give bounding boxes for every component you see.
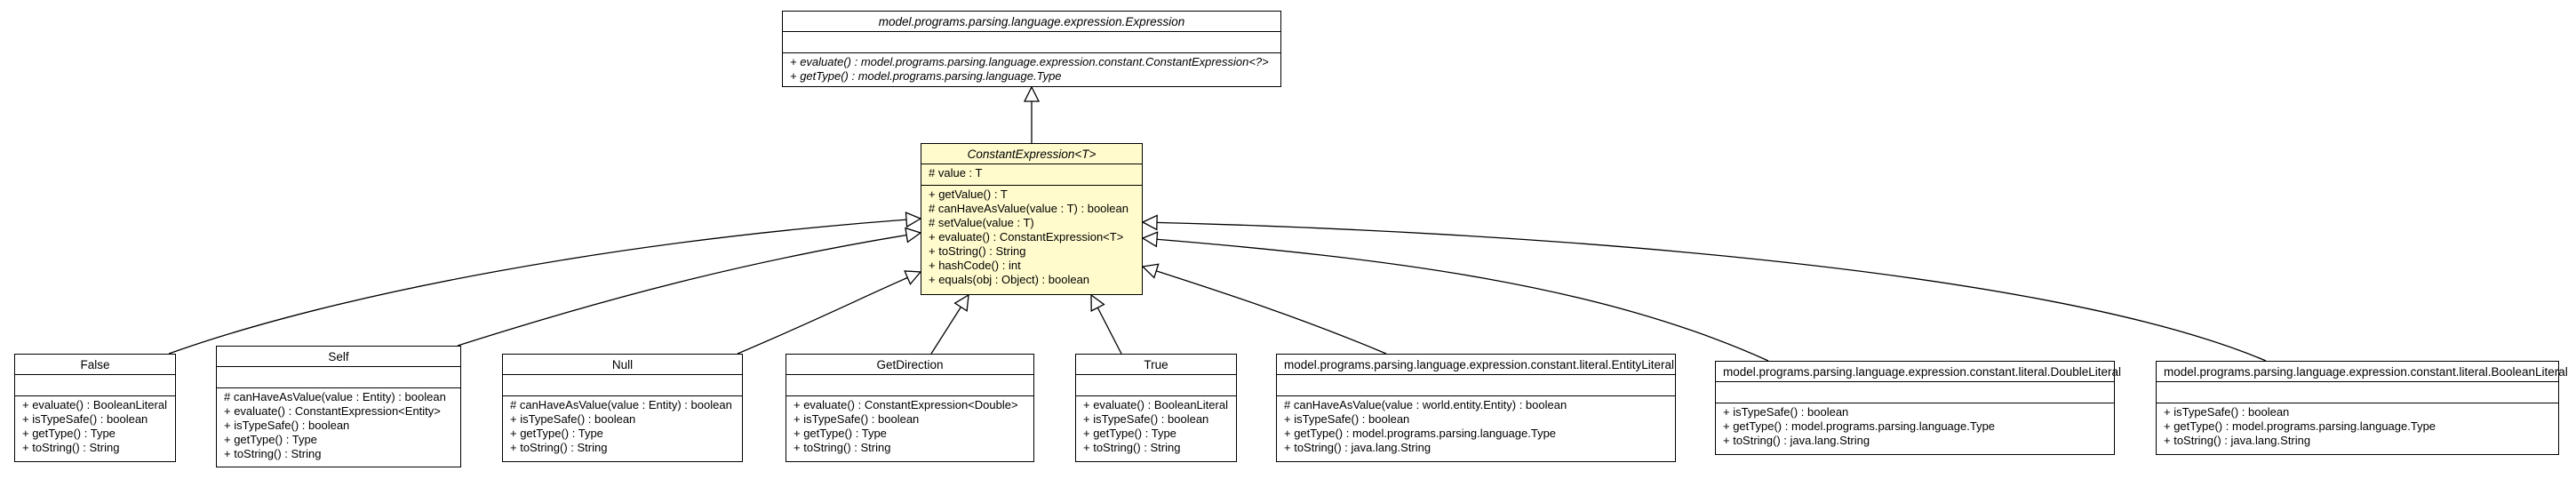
- methods-compartment: + evaluate() : ConstantExpression<Double…: [786, 396, 1033, 458]
- attributes-compartment: [1716, 382, 2114, 403]
- method: + isTypeSafe() : boolean: [1723, 405, 1849, 419]
- class-name: True: [1076, 355, 1236, 375]
- method: + toString() : java.lang.String: [1284, 441, 1432, 454]
- generalization-arrowhead: [905, 212, 922, 228]
- methods-compartment: + isTypeSafe() : boolean+ getType() : mo…: [2157, 403, 2558, 451]
- class-null[interactable]: Null # canHaveAsValue(value : Entity) : b…: [502, 354, 743, 462]
- method: + toString() : String: [929, 244, 1026, 258]
- generalization-arrowhead: [1141, 214, 1158, 231]
- method: + getType() : Type: [510, 427, 603, 440]
- attributes-compartment: [783, 32, 1280, 53]
- methods-compartment: # canHaveAsValue(value : Entity) : boole…: [503, 396, 742, 458]
- methods-compartment: + evaluate() : BooleanLiteral+ isTypeSaf…: [1076, 396, 1236, 458]
- class-true[interactable]: True + evaluate() : BooleanLiteral+ isTyp…: [1075, 354, 1237, 462]
- class-false[interactable]: False + evaluate() : BooleanLiteral+ isTy…: [14, 354, 176, 462]
- edge-null_cls: [737, 271, 921, 355]
- edge-doubleliteral_cls: [1142, 237, 1769, 362]
- generalization-arrowhead: [1141, 231, 1159, 248]
- class-name: False: [15, 355, 175, 375]
- class-expression[interactable]: model.programs.parsing.language.expressi…: [782, 11, 1281, 87]
- edge-self_cls: [457, 232, 921, 347]
- class-name: model.programs.parsing.language.expressi…: [1277, 355, 1675, 375]
- methods-compartment: + isTypeSafe() : boolean+ getType() : mo…: [1716, 403, 2114, 451]
- method: + evaluate() : BooleanLiteral: [22, 398, 167, 411]
- attributes-compartment: [503, 375, 742, 396]
- edge-booleanliteral_cls: [1142, 221, 2267, 362]
- method: + evaluate() : model.programs.parsing.la…: [790, 55, 1269, 68]
- method: # canHaveAsValue(value : T) : boolean: [929, 202, 1128, 215]
- method: + toString() : String: [22, 441, 120, 454]
- method: + isTypeSafe() : boolean: [510, 412, 636, 426]
- method: + evaluate() : ConstantExpression<Double…: [794, 398, 1018, 411]
- class-constant-expression[interactable]: ConstantExpression<T> # value : T + getVal…: [921, 143, 1143, 295]
- class-name: GetDirection: [786, 355, 1033, 375]
- generalization-arrowhead: [953, 293, 969, 312]
- class-name: model.programs.parsing.language.expressi…: [1716, 362, 2121, 382]
- attributes-compartment: [15, 375, 175, 396]
- class-entity-literal[interactable]: model.programs.parsing.language.expressi…: [1276, 354, 1676, 462]
- method: + toString() : String: [224, 447, 322, 460]
- method: + isTypeSafe() : boolean: [22, 412, 148, 426]
- class-name: model.programs.parsing.language.expressi…: [2157, 362, 2568, 382]
- method: + getType() : model.programs.parsing.lan…: [1723, 419, 1996, 433]
- methods-compartment: # canHaveAsValue(value : world.entity.En…: [1277, 396, 1675, 458]
- generalization-arrowhead: [1141, 263, 1160, 279]
- attributes-compartment: [786, 375, 1033, 396]
- edge-entityliteral_cls: [1142, 266, 1387, 355]
- method: + toString() : java.lang.String: [2164, 434, 2311, 447]
- method: # canHaveAsValue(value : Entity) : boole…: [224, 390, 446, 403]
- methods-compartment: # canHaveAsValue(value : Entity) : boole…: [217, 388, 460, 464]
- method: # canHaveAsValue(value : world.entity.En…: [1284, 398, 1567, 411]
- method: + getType() : Type: [22, 427, 116, 440]
- generalization-arrowhead: [905, 227, 922, 243]
- class-name: model.programs.parsing.language.expressi…: [783, 12, 1280, 32]
- method: + evaluate() : BooleanLiteral: [1083, 398, 1228, 411]
- methods-compartment: + evaluate() : BooleanLiteral+ isTypeSaf…: [15, 396, 175, 458]
- method: + hashCode() : int: [929, 259, 1021, 272]
- class-self[interactable]: Self # canHaveAsValue(value : Entity) : b…: [216, 346, 461, 467]
- method: + isTypeSafe() : boolean: [224, 419, 350, 432]
- class-getdirection[interactable]: GetDirection + evaluate() : ConstantExpre…: [786, 354, 1034, 462]
- method: + equals(obj : Object) : boolean: [929, 273, 1090, 286]
- method: + toString() : String: [510, 441, 608, 454]
- method: + evaluate() : ConstantExpression<Entity…: [224, 404, 441, 418]
- class-boolean-literal[interactable]: model.programs.parsing.language.expressi…: [2156, 361, 2568, 455]
- method: + getValue() : T: [929, 188, 1008, 201]
- edge-false_cls: [168, 218, 921, 355]
- method: + getType() : model.programs.parsing.lan…: [1284, 427, 1557, 440]
- method: + isTypeSafe() : boolean: [794, 412, 920, 426]
- methods-compartment: + evaluate() : model.programs.parsing.la…: [783, 53, 1280, 86]
- method: # canHaveAsValue(value : Entity) : boole…: [510, 398, 732, 411]
- class-name: Self: [217, 347, 460, 367]
- method: # setValue(value : T): [929, 216, 1034, 229]
- method: + getType() : Type: [224, 433, 317, 446]
- methods-compartment: + getValue() : T# canHaveAsValue(value :…: [921, 186, 1142, 290]
- attributes-compartment: [217, 367, 460, 388]
- method: + isTypeSafe() : boolean: [2164, 405, 2290, 419]
- method: + getType() : model.programs.parsing.lan…: [2164, 419, 2436, 433]
- method: + toString() : String: [1083, 441, 1181, 454]
- attributes-compartment: [1277, 375, 1675, 396]
- method: + getType() : Type: [794, 427, 887, 440]
- class-name: Null: [503, 355, 742, 375]
- generalization-arrowhead: [904, 270, 922, 285]
- attributes-compartment: # value : T: [921, 164, 1142, 186]
- attribute: # value : T: [929, 166, 983, 180]
- attributes-compartment: [1076, 375, 1236, 396]
- class-name: ConstantExpression<T>: [921, 144, 1142, 164]
- method: + isTypeSafe() : boolean: [1083, 412, 1209, 426]
- generalization-arrowhead: [1023, 85, 1041, 102]
- method: + toString() : java.lang.String: [1723, 434, 1870, 447]
- attributes-compartment: [2157, 382, 2558, 403]
- class-double-literal[interactable]: model.programs.parsing.language.expressi…: [1715, 361, 2121, 455]
- method: + toString() : String: [794, 441, 891, 454]
- method: + getType() : model.programs.parsing.lan…: [790, 69, 1062, 83]
- method: + getType() : Type: [1083, 427, 1176, 440]
- method: + isTypeSafe() : boolean: [1284, 412, 1410, 426]
- generalization-arrowhead: [1090, 293, 1105, 312]
- method: + evaluate() : ConstantExpression<T>: [929, 230, 1124, 243]
